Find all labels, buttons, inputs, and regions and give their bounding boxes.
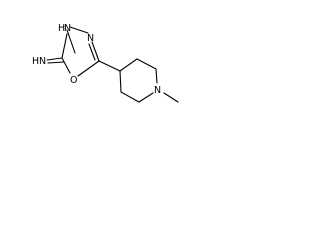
bond-c2-n-amine	[46, 57, 63, 61]
bond-pip-n1-c6	[138, 92, 154, 103]
bond-n-methyl	[163, 92, 179, 103]
ring-nh-n-label: N	[64, 23, 71, 34]
bond-pip-c2-n1	[155, 68, 158, 84]
label-nh-ring: H N	[58, 23, 71, 34]
bond-pip-c5-c4	[119, 70, 122, 93]
ring-n-label: N	[87, 33, 94, 44]
oxadiazole-ring	[46, 26, 100, 77]
bond-pip-c4-c3	[119, 58, 138, 72]
bond-c2-ring	[61, 33, 68, 59]
bond-n3-n4	[69, 26, 89, 34]
bond-n4-c5	[91, 41, 100, 62]
bond-pip-c3-c2	[136, 58, 157, 70]
ring-o-label: O	[70, 75, 77, 86]
chemical-structure: H N N O H N N	[32, 23, 179, 103]
ring-nh-h-label: H	[58, 23, 65, 34]
bond-c2-n-amine-double	[47, 61, 65, 64]
label-amine: H N	[32, 56, 46, 67]
bond-n4-c5-double	[88, 43, 96, 61]
piperidine-ring	[119, 58, 179, 103]
piperidine-n-label: N	[154, 85, 161, 96]
amine-n-label: N	[39, 56, 46, 67]
bond-o1-c2	[61, 57, 71, 74]
bond-c2-n3	[66, 29, 76, 54]
bond-c5-o1	[77, 60, 100, 77]
amine-h-label: H	[32, 56, 39, 67]
bond-pip-c6-c5	[120, 91, 140, 103]
bond-c5-pip-c4	[98, 60, 121, 72]
